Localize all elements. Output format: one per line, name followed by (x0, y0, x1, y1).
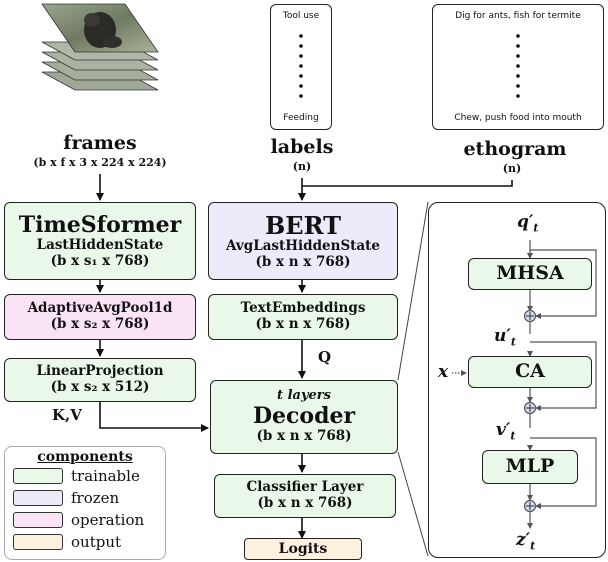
mhsa-box: MHSA (468, 258, 592, 290)
bert-title: BERT (265, 210, 341, 240)
legend-swatch (13, 512, 63, 528)
residual-3 (530, 437, 597, 509)
frames-stack (30, 2, 170, 102)
q-label: Q (318, 348, 332, 366)
timesformer-title: TimeSformer (18, 211, 182, 238)
labels-bottom: Feeding (283, 112, 319, 123)
mlp-box: MLP (482, 450, 578, 484)
frames-title: frames (63, 132, 137, 154)
classifier-box: Classifier Layer (b x n x 768) (214, 474, 396, 518)
classifier-dims: (b x n x 768) (257, 495, 353, 511)
legend-item: output (13, 531, 165, 553)
legend-swatch (13, 468, 63, 484)
ethogram-dims: (n) (502, 162, 522, 175)
kv-label: K,V (52, 406, 82, 424)
logits-box: Logits (244, 538, 362, 560)
z-output-label: z′t (516, 530, 536, 553)
textemb-box: TextEmbeddings (b x n x 768) (208, 294, 398, 340)
legend-swatch (13, 534, 63, 550)
timesformer-box: TimeSformer LastHiddenState (b x s₁ x 76… (4, 202, 196, 280)
residual-1 (530, 249, 597, 319)
textemb-dims: (b x n x 768) (255, 316, 351, 332)
arrow-ethogram-bert (302, 180, 513, 187)
decoder-box: t layers Decoder (b x n x 768) (210, 380, 398, 454)
ca-box: CA (468, 356, 592, 388)
legend-item: frozen (13, 487, 165, 509)
decoder-title: Decoder (252, 403, 356, 430)
residual-2 (530, 341, 597, 411)
labels-top: Tool use (282, 11, 320, 21)
linear-title: LinearProjection (36, 363, 164, 380)
decoder-detail-panel (428, 202, 606, 558)
bert-sub: AvgLastHiddenState (225, 238, 380, 255)
arrow-linear-decoder (99, 402, 209, 432)
link-decoder-detail-bottom (397, 451, 429, 557)
legend-items: trainable frozen operation output (5, 465, 165, 553)
labels-box: Tool use Feeding (270, 4, 332, 130)
v-label: v′t (496, 420, 516, 443)
ethogram-bottom: Chew, push food into mouth (454, 112, 582, 123)
legend-item: trainable (13, 465, 165, 487)
pool-dims: (b x s₂ x 768) (50, 316, 150, 332)
mlp-label: MLP (505, 455, 555, 478)
ethogram-ellipsis (516, 34, 520, 98)
legend-label: frozen (71, 489, 120, 507)
timesformer-dims: (b x s₁ x 768) (50, 252, 150, 269)
ethogram-box: Dig for ants, fish for termite Chew, pus… (432, 4, 604, 130)
ethogram-title: ethogram (463, 138, 567, 160)
labels-title: labels (270, 136, 334, 158)
labels-dims: (n) (292, 160, 312, 173)
legend-label: operation (71, 511, 145, 529)
legend-item: operation (13, 509, 165, 531)
frames-dims: (b x f x 3 x 224 x 224) (33, 156, 167, 169)
video-frames-image (41, 3, 159, 91)
pool-box: AdaptiveAvgPool1d (b x s₂ x 768) (4, 294, 196, 340)
textemb-title: TextEmbeddings (240, 300, 366, 317)
legend-title: components (37, 449, 133, 465)
legend-label: output (71, 533, 122, 551)
linear-dims: (b x s₂ x 512) (50, 379, 150, 395)
linear-box: LinearProjection (b x s₂ x 512) (4, 358, 196, 402)
ethogram-top: Dig for ants, fish for termite (455, 11, 581, 21)
q-input-label: q′t (517, 212, 539, 235)
logits-title: Logits (278, 540, 328, 557)
legend-swatch (13, 490, 63, 506)
decoder-dims: (b x n x 768) (256, 428, 352, 445)
x-input-label: x (438, 362, 449, 382)
classifier-title: Classifier Layer (246, 479, 364, 496)
legend-box: components trainable frozen operation outpu… (4, 446, 166, 560)
bert-dims: (b x n x 768) (255, 253, 351, 270)
decoder-layers: t layers (277, 388, 331, 404)
mhsa-label: MHSA (496, 262, 564, 285)
timesformer-sub: LastHiddenState (36, 237, 164, 254)
ca-label: CA (515, 360, 545, 383)
u-label: u′t (494, 326, 516, 349)
pool-title: AdaptiveAvgPool1d (27, 300, 173, 317)
link-decoder-detail-top (397, 201, 429, 381)
labels-ellipsis (299, 34, 303, 98)
legend-label: trainable (71, 467, 140, 485)
bert-box: BERT AvgLastHiddenState (b x n x 768) (208, 202, 398, 280)
